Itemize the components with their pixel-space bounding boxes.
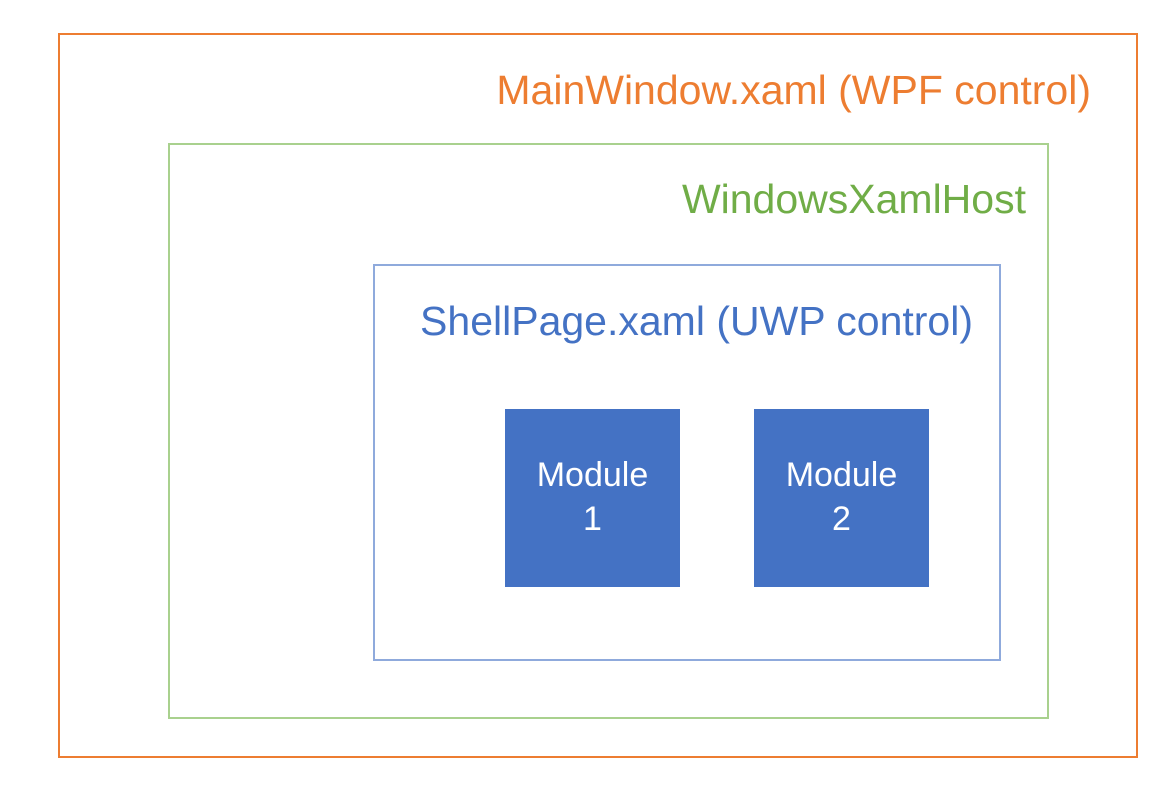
region-windows-xaml-host: WindowsXamlHost ShellPage.xaml (UWP cont… xyxy=(168,143,1049,719)
region-shellpage-uwp: ShellPage.xaml (UWP control) Module 1 Mo… xyxy=(373,264,1001,661)
module-1-number: 1 xyxy=(583,500,602,538)
region-label-shellpage: ShellPage.xaml (UWP control) xyxy=(420,298,973,344)
region-mainwindow-wpf: MainWindow.xaml (WPF control) WindowsXam… xyxy=(58,33,1138,758)
module-2-number: 2 xyxy=(832,500,851,538)
module-2-name: Module xyxy=(785,456,898,495)
module-box-1: Module 1 xyxy=(505,409,680,587)
module-box-2: Module 2 xyxy=(754,409,929,587)
module-row: Module 1 Module 2 xyxy=(505,409,929,587)
region-label-windows-xaml-host: WindowsXamlHost xyxy=(681,176,1026,222)
region-label-mainwindow: MainWindow.xaml (WPF control) xyxy=(496,67,1091,113)
module-1-name: Module xyxy=(536,456,649,495)
